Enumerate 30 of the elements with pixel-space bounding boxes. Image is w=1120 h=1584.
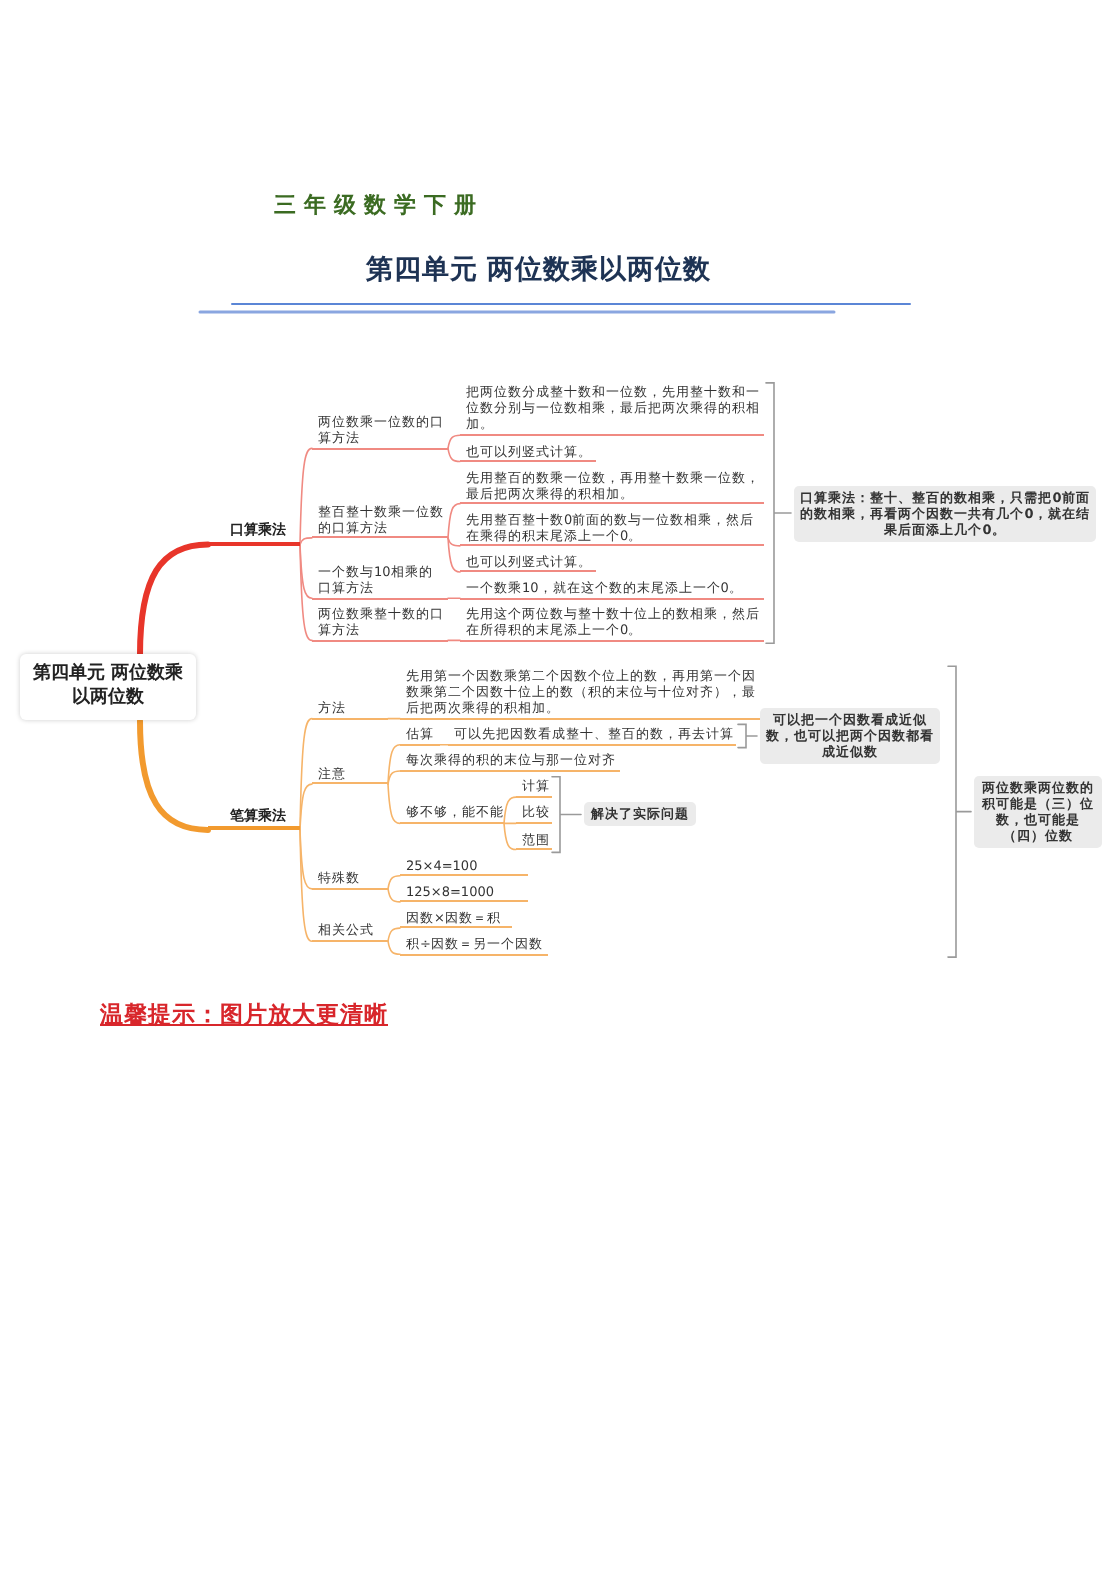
- branch-line: [503, 822, 517, 851]
- branch-line: [387, 888, 401, 903]
- branch-line: [387, 940, 401, 956]
- branch-line: [299, 783, 313, 831]
- branch-line: [439, 744, 449, 746]
- branch-line: [137, 541, 211, 658]
- branch-line: [387, 717, 401, 720]
- branch-line: [299, 537, 313, 546]
- branch-line: [447, 639, 461, 642]
- branch-line: [387, 927, 401, 942]
- branch-line: [447, 502, 461, 539]
- central-topic-box: 第四单元 两位数乘以两位数: [20, 654, 196, 721]
- branch-line: [447, 597, 461, 600]
- subheading: 三年级数学下册: [274, 190, 484, 220]
- branch-line: [447, 434, 461, 450]
- branch-line: [299, 447, 313, 546]
- branch-line: [387, 770, 401, 785]
- branch-line: [137, 717, 211, 833]
- branch-line: [387, 744, 401, 785]
- title: 第四单元 两位数乘以两位数: [366, 252, 712, 288]
- branch-line: [387, 783, 401, 825]
- hint-text: 温馨提示：图片放大更清晰: [100, 1000, 388, 1030]
- branch-line: [503, 796, 517, 825]
- branch-line: [447, 537, 461, 573]
- branch-line: [503, 822, 517, 825]
- branch-line: [387, 874, 401, 890]
- branch-line: [447, 447, 461, 463]
- branch-line: [299, 829, 313, 942]
- branch-line: [447, 537, 461, 547]
- branch-line: [299, 543, 313, 642]
